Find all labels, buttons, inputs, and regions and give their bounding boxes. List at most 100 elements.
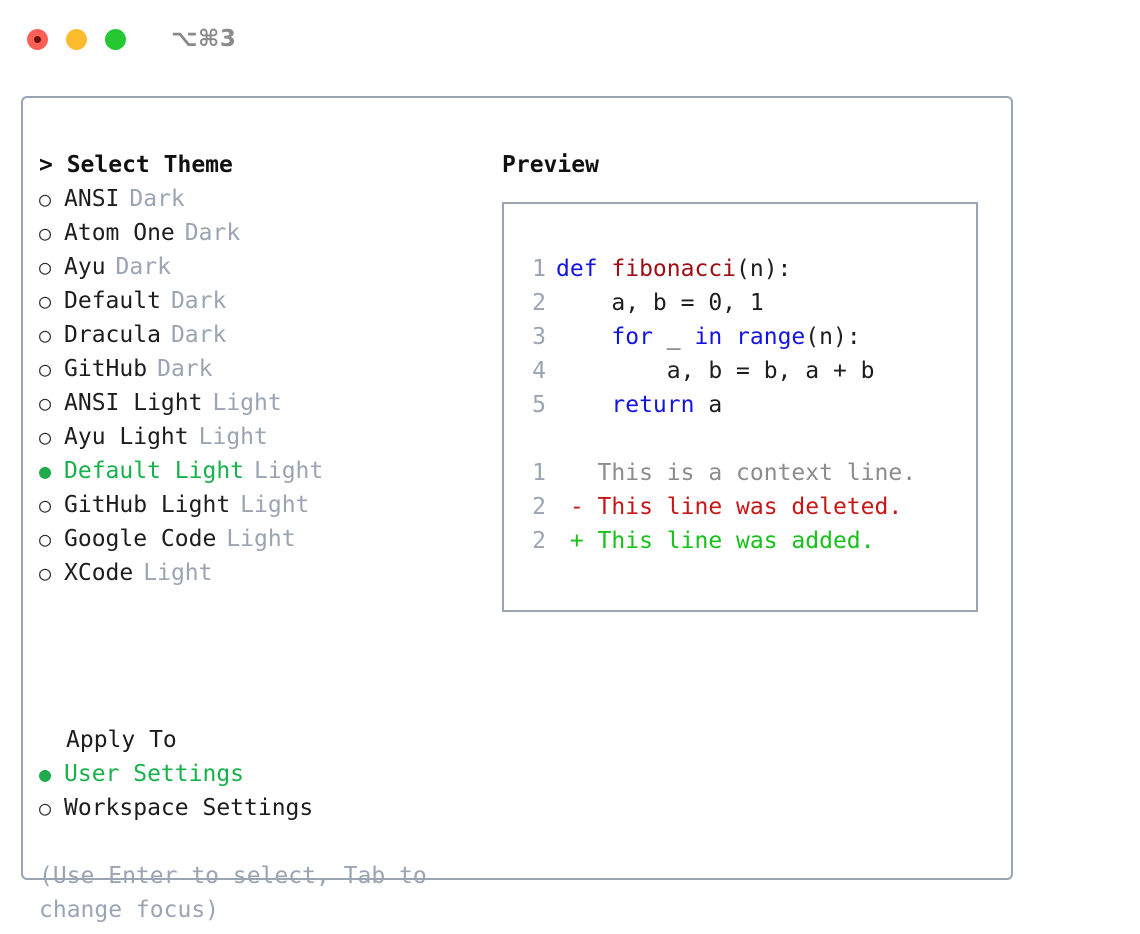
title-bar: ⌥⌘3 [0,0,1140,78]
apply-to-heading: Apply To [66,727,177,753]
code-line-text: a, b = 0, 1 [556,286,764,320]
radio-unselected-icon: ○ [39,289,52,313]
diff-line-deleted: 2 - This line was deleted. [518,490,958,524]
diff-line-context: 1 This is a context line. [518,456,958,490]
diff-line-text: - This line was deleted. [556,490,902,524]
diff-line-added: 2 + This line was added. [518,524,958,558]
code-token-plain: a, b = 0, 1 [556,290,764,316]
diff-text: This is a context line. [583,460,917,486]
theme-option-kind: Dark [115,254,171,280]
window-controls [27,28,126,50]
code-token-kw: def [556,256,612,282]
theme-option-label: Ayu Light [64,424,189,450]
code-token-kw: for [611,324,653,350]
theme-option-label: Default Light [64,458,245,484]
theme-option-label: GitHub Light [64,492,231,518]
radio-unselected-icon: ○ [39,493,52,517]
radio-selected-icon: ● [39,762,52,786]
diff-line-text: This is a context line. [556,456,917,490]
code-line-number: 5 [532,392,546,418]
theme-option-label: Atom One [64,220,175,246]
theme-option-label: Default [64,288,161,314]
close-window-button[interactable] [27,28,48,50]
code-token-kw: in [694,324,723,350]
diff-line-number: 1 [532,460,546,486]
zoom-window-button[interactable] [105,28,126,50]
code-line-text: a, b = b, a + b [556,354,875,388]
theme-option-label: XCode [64,560,134,586]
code-token-plain: _ [652,324,695,350]
code-token-plain [556,392,611,418]
theme-option-label: Google Code [64,526,217,552]
theme-option-google-code[interactable]: ○ Google Code Light [39,522,479,556]
code-line-number: 4 [532,358,546,384]
apply-to-option-label: Workspace Settings [64,795,314,821]
theme-option-default-light[interactable]: ● Default Light Light [39,454,479,488]
theme-option-kind: Dark [170,322,227,348]
code-token-plain: a, b = b, a + b [556,358,875,384]
theme-option-github[interactable]: ○ GitHub Dark [39,352,479,386]
theme-option-label: ANSI Light [64,390,203,416]
theme-option-kind: Dark [129,186,185,212]
theme-option-label: GitHub [64,356,148,382]
theme-option-label: Dracula [64,322,161,348]
theme-option-github-light[interactable]: ○ GitHub Light Light [39,488,479,522]
code-line: 3 for _ in range(n): [518,320,958,354]
code-token-plain [556,324,611,350]
preview-pane: Preview [502,148,992,182]
radio-unselected-icon: ○ [39,527,52,551]
diff-marker: + [556,528,584,554]
theme-option-kind: Dark [157,356,213,382]
diff-line-text: + This line was added. [556,524,875,558]
code-line: 5 return a [518,388,958,422]
code-line-text: def fibonacci(n): [556,252,791,286]
apply-to-list[interactable]: ● User Settings ○ Workspace Settings [39,757,479,825]
minimize-window-button[interactable] [66,28,87,50]
code-token-plain [722,324,736,350]
theme-option-label: Ayu [64,254,106,280]
theme-option-kind: Light [143,560,213,586]
radio-unselected-icon: ○ [39,357,52,381]
radio-unselected-icon: ○ [39,323,52,347]
radio-unselected-icon: ○ [39,796,52,820]
theme-option-kind: Light [240,492,310,518]
theme-option-kind: Light [254,458,324,484]
code-token-kw: return [611,392,695,418]
theme-option-kind: Light [198,424,268,450]
apply-to-option-label: User Settings [64,761,245,787]
diff-text: This line was deleted. [583,494,903,520]
code-token-plain: a [694,392,723,418]
radio-selected-icon: ● [39,459,52,483]
radio-unselected-icon: ○ [39,425,52,449]
theme-option-ayu-light[interactable]: ○ Ayu Light Light [39,420,479,454]
keyboard-hint: (Use Enter to select, Tab to change focu… [39,863,427,923]
code-token-fn: fibonacci [611,256,737,282]
theme-option-kind: Light [226,526,296,552]
apply-to-section: Apply To ● User Settings ○ Workspace Settin… [39,723,479,825]
code-line-number: 3 [532,324,546,350]
code-token-plain: (n): [805,324,861,350]
diff-line-number: 2 [532,494,546,520]
diff-marker [556,460,584,486]
preview-heading: Preview [502,152,599,178]
theme-option-dracula[interactable]: ○ Dracula Dark [39,318,479,352]
apply-to-option-user-settings[interactable]: ● User Settings [39,757,479,791]
theme-option-label: ANSI [64,186,120,212]
code-line-number: 2 [532,290,546,316]
radio-unselected-icon: ○ [39,221,52,245]
diff-text: This line was added. [583,528,875,554]
code-token-plain: (n): [736,256,792,282]
apply-to-option-workspace-settings[interactable]: ○ Workspace Settings [39,791,479,825]
